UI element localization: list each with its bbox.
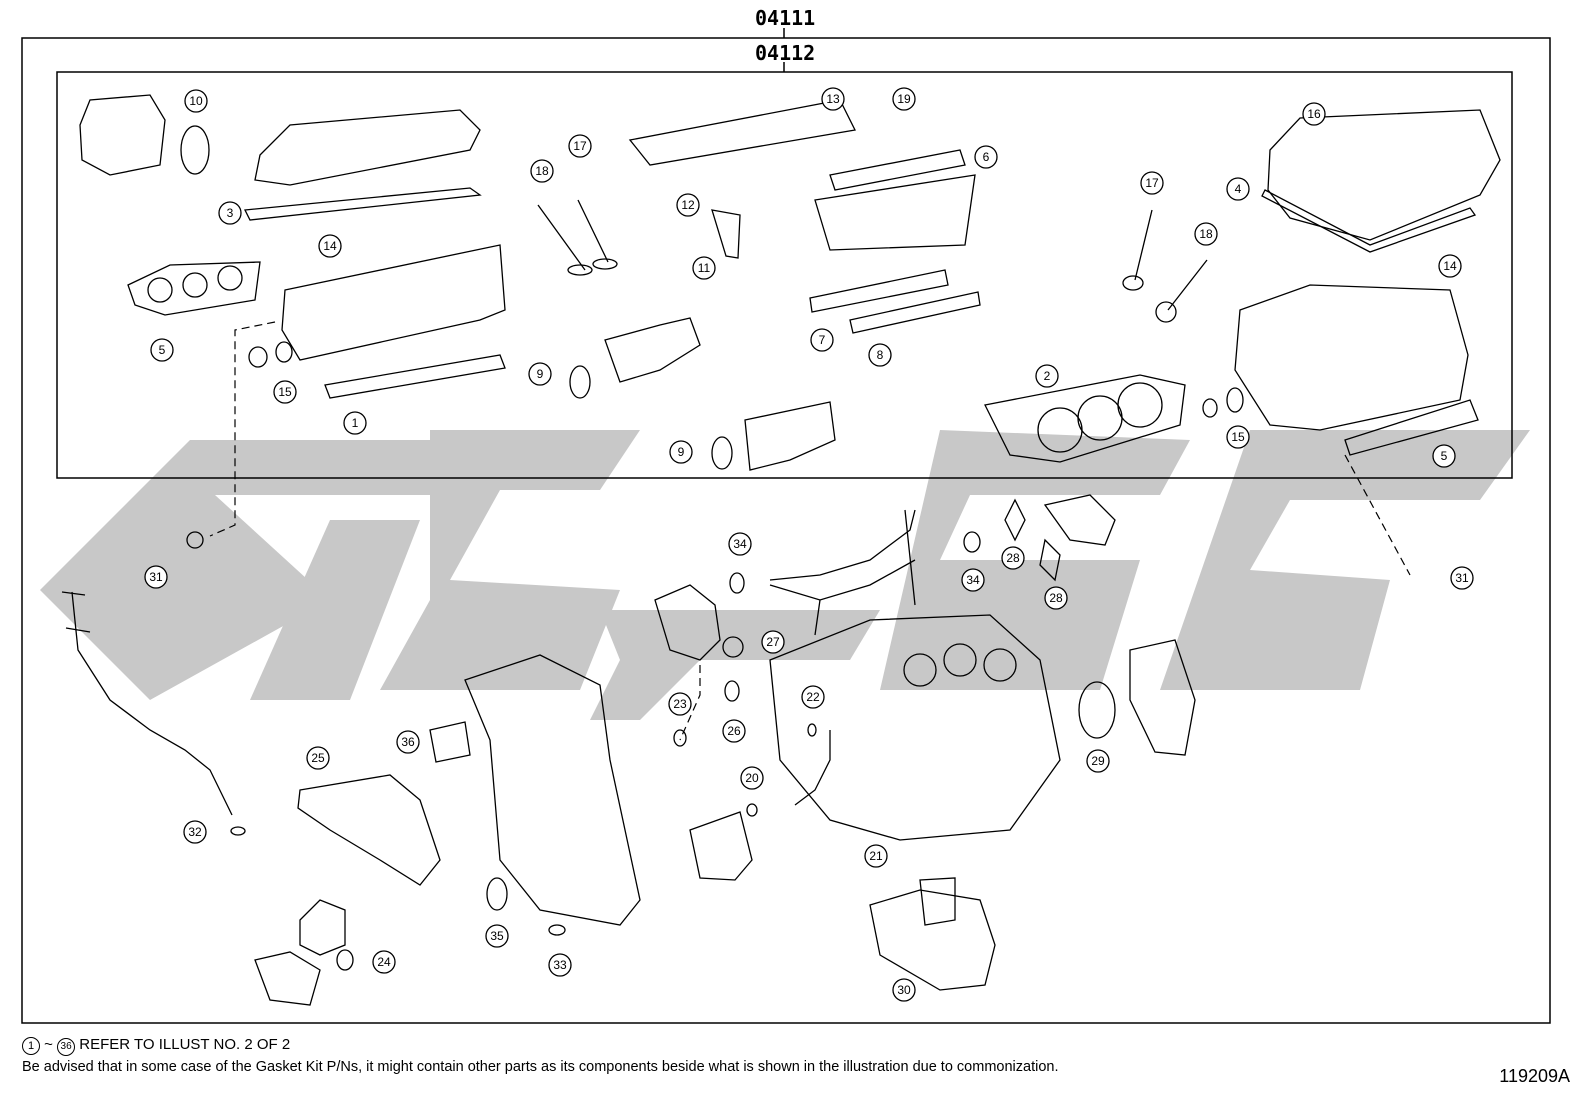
throttle-gasket <box>180 125 210 175</box>
part-outlines <box>61 94 1501 1006</box>
water-pump-gasket <box>297 774 441 886</box>
exhaust-pipe-lower <box>744 401 836 471</box>
seal-retainer <box>1129 639 1196 756</box>
exhaust-pipe-upper <box>604 317 701 383</box>
thermostat-housing <box>654 584 721 661</box>
range-start-circle: 1 <box>22 1037 40 1055</box>
outer-kit-frame <box>21 37 1551 1024</box>
engine-block <box>769 614 1061 841</box>
dipstick-tube <box>71 591 233 816</box>
head-cover-left <box>254 109 481 186</box>
range-note: 1 ~ 36 REFER TO ILLUST NO. 2 OF 2 <box>22 1036 290 1056</box>
throttle-body <box>79 94 166 176</box>
oil-pump <box>689 811 753 881</box>
advisory-note: Be advised that in some case of the Gask… <box>22 1059 1059 1075</box>
figure-number: 119209A <box>1499 1066 1570 1086</box>
cover-gasket-right <box>1261 189 1477 253</box>
cylinder-head-right <box>1234 284 1469 431</box>
fuel-rail <box>628 99 856 166</box>
exhaust-gasket-left <box>127 261 261 316</box>
head-cover-right <box>1267 109 1501 241</box>
inner-kit-frame <box>56 71 1513 479</box>
range-end-circle: 36 <box>57 1038 76 1056</box>
exhaust-gasket-right <box>1344 399 1479 456</box>
head-gasket-left <box>324 354 506 399</box>
refer-text: REFER TO ILLUST NO. 2 OF 2 <box>79 1036 291 1053</box>
watermark <box>40 430 1530 720</box>
oil-pan <box>869 889 996 991</box>
timing-cover <box>464 654 641 926</box>
cover-gasket-left <box>243 187 482 221</box>
head-gasket-right <box>984 374 1186 463</box>
kit-number-outer: 04111 <box>755 6 816 30</box>
kit-number-inner: 04112 <box>755 41 816 65</box>
cylinder-head-left <box>281 244 506 361</box>
injector <box>711 209 741 259</box>
range-separator: ~ <box>44 1036 53 1053</box>
oil-filter <box>299 899 346 956</box>
dashed-leaders <box>209 321 1411 741</box>
kit-frames <box>21 28 1551 1024</box>
gasket-36 <box>429 721 471 763</box>
filter-bracket <box>254 951 321 1006</box>
intake-manifold <box>814 174 976 251</box>
